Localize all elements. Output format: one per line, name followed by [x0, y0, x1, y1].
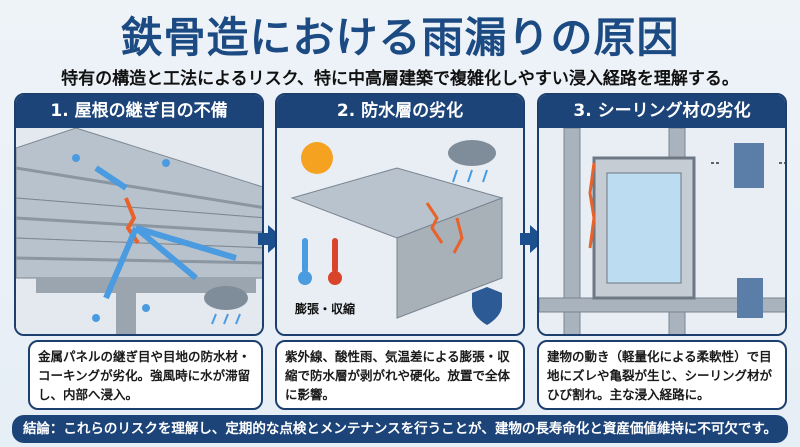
building-icon: [734, 143, 764, 318]
panel-description: 金属パネルの継ぎ目や目地の防水材・コーキングが劣化。強風時に水が滞留し、内部へ浸…: [28, 340, 263, 410]
sun-icon: [301, 142, 333, 174]
panel-waterproof-layer: 2. 防水層の劣化 膨張・収縮: [275, 93, 525, 336]
panel-sealant: 3. シーリング材の劣化: [537, 93, 787, 336]
shield-icon: [472, 287, 502, 325]
conclusion-banner: 結論：これらのリスクを理解し、定期的な点検とメンテナンスを行うことが、建物の長寿…: [12, 415, 788, 443]
rain-cloud-icon: [204, 286, 248, 325]
page-title: 鉄骨造における雨漏りの原因: [120, 13, 680, 62]
water-flow-icon: [94, 165, 237, 300]
expansion-label: 膨張・収縮: [294, 301, 355, 316]
page-subtitle: 特有の構造と工法によるリスク、特に中高層建築で複雑化しやすい浸入経路を理解する。: [61, 69, 739, 89]
rain-cloud-icon: [448, 140, 496, 183]
roof-seam-illustration: [16, 128, 262, 334]
sealant-illustration: [539, 128, 785, 334]
crack-icon: [425, 202, 464, 254]
panel-heading: 3. シーリング材の劣化: [539, 95, 785, 128]
panel-heading: 2. 防水層の劣化: [277, 95, 523, 128]
panel-roof-seams: 1. 屋根の継ぎ目の不備: [14, 93, 264, 336]
panel-description: 建物の動き（軽量化による柔軟性）で目地にズレや亀裂が生じ、シーリング材がひび割れ…: [537, 340, 787, 410]
panel-heading: 1. 屋根の継ぎ目の不備: [16, 95, 262, 128]
thermometer-icon: [298, 238, 342, 285]
panel-description: 紫外線、酸性雨、気温差による膨張・収縮で防水層が剥がれや硬化。放置で全体に影響。: [275, 340, 525, 410]
waterproof-layer-illustration: 膨張・収縮: [277, 128, 523, 334]
crack-icon: [588, 162, 596, 249]
